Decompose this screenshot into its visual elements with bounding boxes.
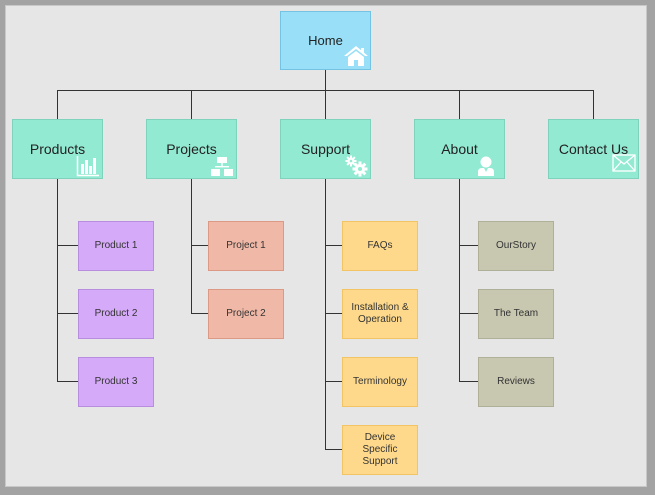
user-icon [476, 155, 500, 177]
node-contact-us[interactable]: Contact Us [548, 119, 639, 179]
node-project-1[interactable]: Project 1 [208, 221, 284, 271]
node-home[interactable]: Home [280, 11, 371, 70]
node-support[interactable]: Support [280, 119, 371, 179]
node-label: Product 3 [94, 376, 138, 387]
node-reviews[interactable]: Reviews [478, 357, 554, 407]
node-support-label: Support [300, 141, 351, 157]
node-label: The Team [493, 308, 539, 319]
node-projects-label: Projects [166, 141, 217, 157]
node-products-label: Products [29, 141, 86, 157]
home-icon [343, 45, 368, 67]
node-contact-us-label: Contact Us [558, 141, 629, 157]
node-our-story[interactable]: OurStory [478, 221, 554, 271]
node-about[interactable]: About [414, 119, 505, 179]
node-about-label: About [441, 141, 478, 157]
node-label: Installation & Operation [351, 302, 409, 325]
node-label: OurStory [495, 240, 536, 251]
node-product-3[interactable]: Product 3 [78, 357, 154, 407]
node-label: Product 2 [94, 308, 138, 319]
node-label: Reviews [497, 376, 535, 387]
envelope-icon [612, 154, 636, 176]
sitemap-icon [210, 155, 234, 177]
node-label: FAQs [367, 240, 393, 251]
node-product-2[interactable]: Product 2 [78, 289, 154, 339]
node-device-specific-support[interactable]: Device Specific Support [342, 425, 418, 475]
node-project-2[interactable]: Project 2 [208, 289, 284, 339]
node-home-label: Home [308, 33, 343, 48]
node-label: Terminology [353, 376, 407, 387]
node-product-1[interactable]: Product 1 [78, 221, 154, 271]
node-label: Device Specific Support [362, 432, 398, 467]
node-products[interactable]: Products [12, 119, 103, 179]
node-label: Project 1 [226, 240, 266, 251]
node-terminology[interactable]: Terminology [342, 357, 418, 407]
bar-chart-icon [76, 155, 100, 177]
node-installation-operation[interactable]: Installation & Operation [342, 289, 418, 339]
node-label: Product 1 [94, 240, 138, 251]
node-faqs[interactable]: FAQs [342, 221, 418, 271]
gears-icon [344, 155, 368, 177]
node-projects[interactable]: Projects [146, 119, 237, 179]
node-label: Project 2 [226, 308, 266, 319]
node-the-team[interactable]: The Team [478, 289, 554, 339]
